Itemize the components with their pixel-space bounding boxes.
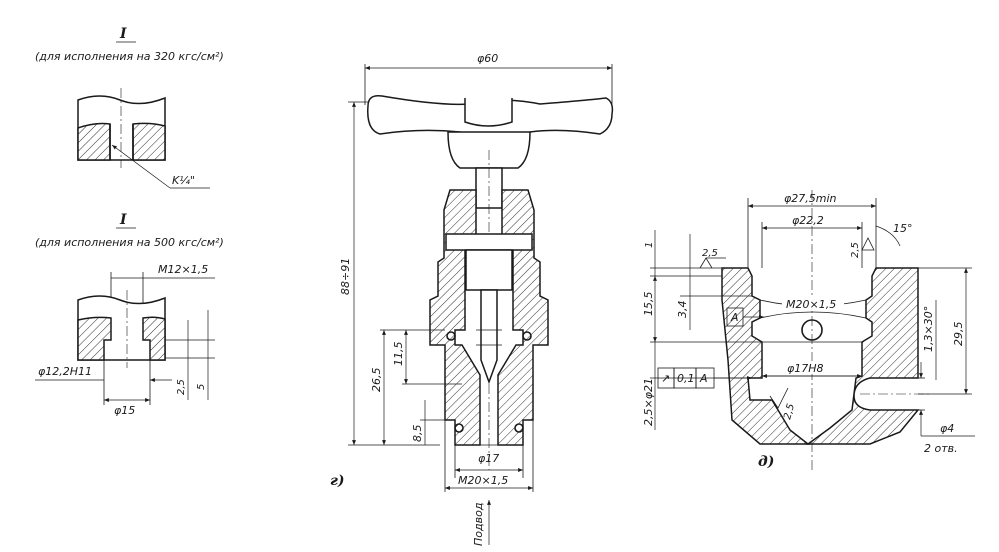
view-g-inlet: Подвод xyxy=(472,503,485,546)
view-d-rough-right: 2,5 xyxy=(850,242,861,258)
view-d-holes: 2 отв. xyxy=(924,442,958,455)
view-d-dia-27-5: φ27,5min xyxy=(784,192,837,205)
view-i-500-thread: M12×1,5 xyxy=(158,263,208,276)
view-i-320-roman: I xyxy=(119,26,127,42)
view-d-dim-15-5: 15,5 xyxy=(642,292,655,317)
view-g-dim-8-5: 8,5 xyxy=(411,425,424,443)
view-i-500-dia-small: φ15 xyxy=(114,404,135,417)
view-g-height: 88÷91 xyxy=(339,258,352,295)
view-g-dim-11-5: 11,5 xyxy=(392,342,405,367)
port-body-right xyxy=(805,267,920,445)
valve-body-right xyxy=(497,189,549,446)
view-d-letter: д) xyxy=(758,454,774,470)
view-i-500-caption: (для исполнения на 500 кгс/см²) xyxy=(35,236,224,249)
view-i-500-dim-b: 5 xyxy=(196,384,207,390)
view-g-dim-26-5: 26,5 xyxy=(370,368,383,393)
view-i-500-roman: I xyxy=(119,212,127,228)
view-d-dia-17h8: φ17H8 xyxy=(787,362,824,375)
view-d-tol-datum: A xyxy=(699,372,708,385)
view-g-dia-17: φ17 xyxy=(478,452,499,465)
view-d-rough-bottom: 2,5 xyxy=(782,403,797,421)
view-d-dim-3-4: 3,4 xyxy=(676,301,689,319)
port-body-left xyxy=(721,267,811,445)
view-d-rough-top: 2,5 xyxy=(702,248,718,259)
view-d-chamfer: 1,3×30° xyxy=(922,306,935,352)
view-i-320: I (для исполнения на 320 кгс/см²) K¼" xyxy=(35,26,224,189)
view-d-angle: 15° xyxy=(893,222,913,235)
view-d-dia-22-2: φ22,2 xyxy=(792,214,824,227)
view-d-tol-symbol: ↗ xyxy=(661,372,670,385)
view-d-dia-4: φ4 xyxy=(940,422,954,435)
view-i-500: I (для исполнения на 500 кгс/см²) M12×1,… xyxy=(35,212,224,417)
view-d-datum: A xyxy=(730,311,739,324)
view-i-320-thread: K¼" xyxy=(172,174,195,187)
view-g-dia-handwheel: φ60 xyxy=(477,52,498,65)
view-i-500-dim-a: 2,5 xyxy=(176,379,187,395)
view-i-500-dia-bore: φ12,2H11 xyxy=(38,365,92,378)
view-d-dim-2-5x21: 2,5×φ21 xyxy=(642,378,655,426)
view-g-letter: г) xyxy=(330,473,345,489)
view-d: φ27,5min φ22,2 15° 2,5 1 15,5 3,4 2,5 A … xyxy=(642,190,975,470)
view-d-tol-value: 0,1 xyxy=(677,372,695,385)
needle xyxy=(480,289,498,385)
view-d-dim-1: 1 xyxy=(644,242,655,248)
view-d-thread: M20×1,5 xyxy=(786,298,836,311)
view-g: 88÷91 φ60 26,5 xyxy=(330,52,614,546)
valve-body-left xyxy=(429,189,481,446)
view-i-320-caption: (для исполнения на 320 кгс/см²) xyxy=(35,50,224,63)
view-d-dim-29-5: 29,5 xyxy=(952,322,965,347)
view-g-thread: M20×1,5 xyxy=(458,474,508,487)
